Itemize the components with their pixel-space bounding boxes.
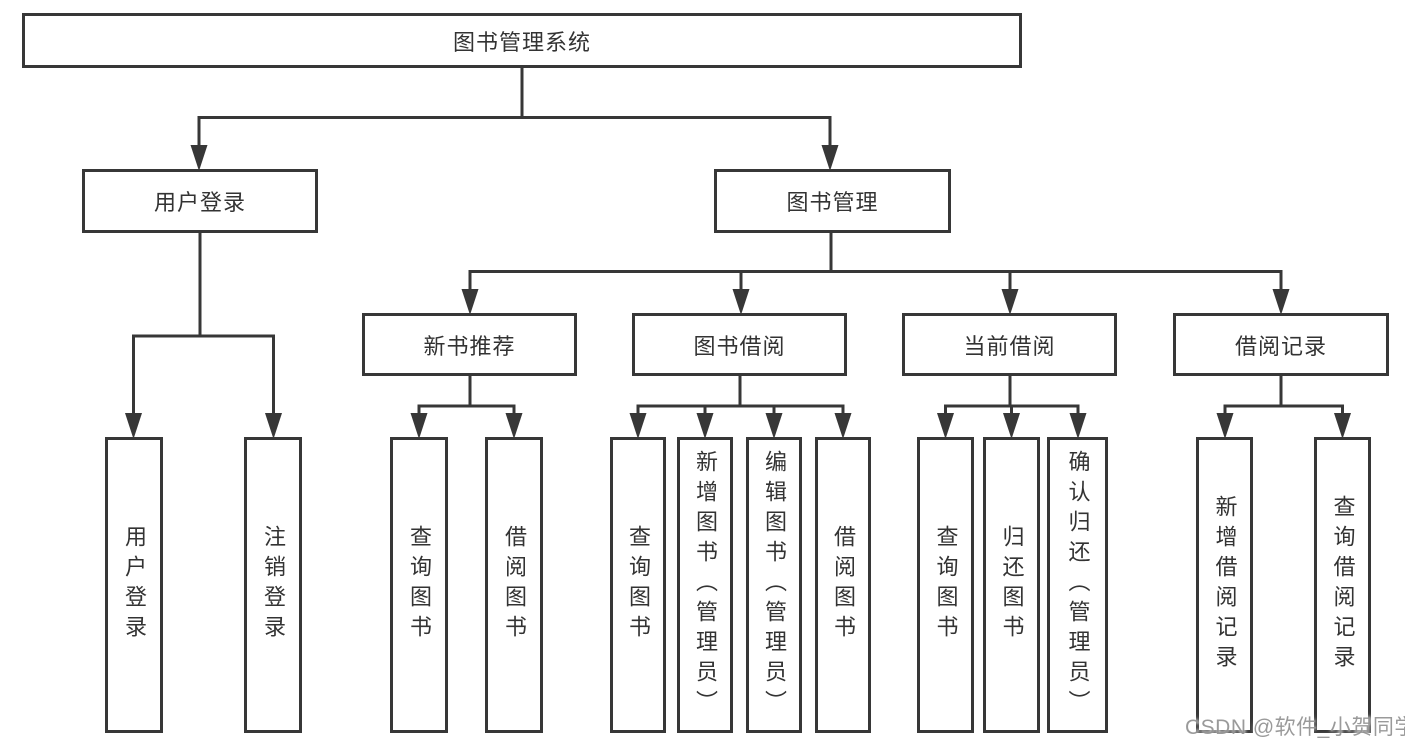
leaf-add-book-admin-label: 新增图书（管理员） [693,450,718,720]
connector-root-to-level1 [197,68,832,152]
leaf-add-borrow-record: 新增借阅记录 [1196,437,1253,733]
node-user-login: 用户登录 [82,169,318,233]
leaf-borrow-book-label: 借阅图书 [831,525,856,645]
leaf-query-book-borrow-label: 查询图书 [626,525,651,645]
node-root-label: 图书管理系统 [452,29,591,55]
node-new-book-recommend: 新书推荐 [362,313,577,376]
leaf-user-login: 用户登录 [105,437,163,733]
leaf-edit-book-admin-label: 编辑图书（管理员） [762,450,787,720]
csdn-watermark: CSDN @软件_小贺同学 [1185,716,1405,739]
node-current-borrow: 当前借阅 [902,313,1117,376]
leaf-confirm-return-admin: 确认归还（管理员） [1047,437,1108,733]
connector-book-borrow-to-leaves [636,374,845,421]
node-root-library-system: 图书管理系统 [22,13,1022,68]
node-borrow-record: 借阅记录 [1173,313,1389,376]
connector-new-book-recommend-to-leaves [417,374,516,421]
node-user-login-label: 用户登录 [153,190,246,215]
leaf-confirm-return-admin-label: 确认归还（管理员） [1065,450,1091,720]
leaf-edit-book-admin: 编辑图书（管理员） [746,437,802,733]
leaf-add-book-admin: 新增图书（管理员） [677,437,733,733]
leaf-query-book-recommend-label: 查询图书 [407,525,432,645]
leaf-add-borrow-record-label: 新增借阅记录 [1212,495,1238,675]
leaf-return-book: 归还图书 [983,437,1040,733]
arrowheads [125,145,1351,439]
connector-borrow-record-to-leaves [1223,374,1344,421]
node-book-management-label: 图书管理 [786,190,879,215]
connector-user-login-to-leaves [132,232,275,421]
leaf-query-book-current: 查询图书 [917,437,974,733]
node-current-borrow-label: 当前借阅 [963,333,1056,359]
node-new-book-recommend-label: 新书推荐 [423,333,516,359]
leaf-borrow-book-recommend-label: 借阅图书 [502,525,527,645]
leaf-logout-login-label: 注销登录 [261,525,286,645]
leaf-query-borrow-record-label: 查询借阅记录 [1330,495,1356,675]
leaf-logout-login: 注销登录 [244,437,302,733]
node-book-management: 图书管理 [714,169,951,233]
leaf-query-book-borrow: 查询图书 [610,437,666,733]
leaf-query-book-current-label: 查询图书 [933,525,959,645]
leaf-user-login-label: 用户登录 [122,525,147,645]
node-borrow-record-label: 借阅记录 [1234,333,1327,359]
connector-book-management-to-level2 [468,232,1283,298]
node-book-borrow: 图书借阅 [632,313,847,376]
leaf-return-book-label: 归还图书 [999,525,1025,645]
leaf-borrow-book: 借阅图书 [815,437,871,733]
leaf-borrow-book-recommend: 借阅图书 [485,437,543,733]
node-book-borrow-label: 图书借阅 [693,333,786,359]
leaf-query-borrow-record: 查询借阅记录 [1314,437,1371,733]
leaf-query-book-recommend: 查询图书 [390,437,448,733]
